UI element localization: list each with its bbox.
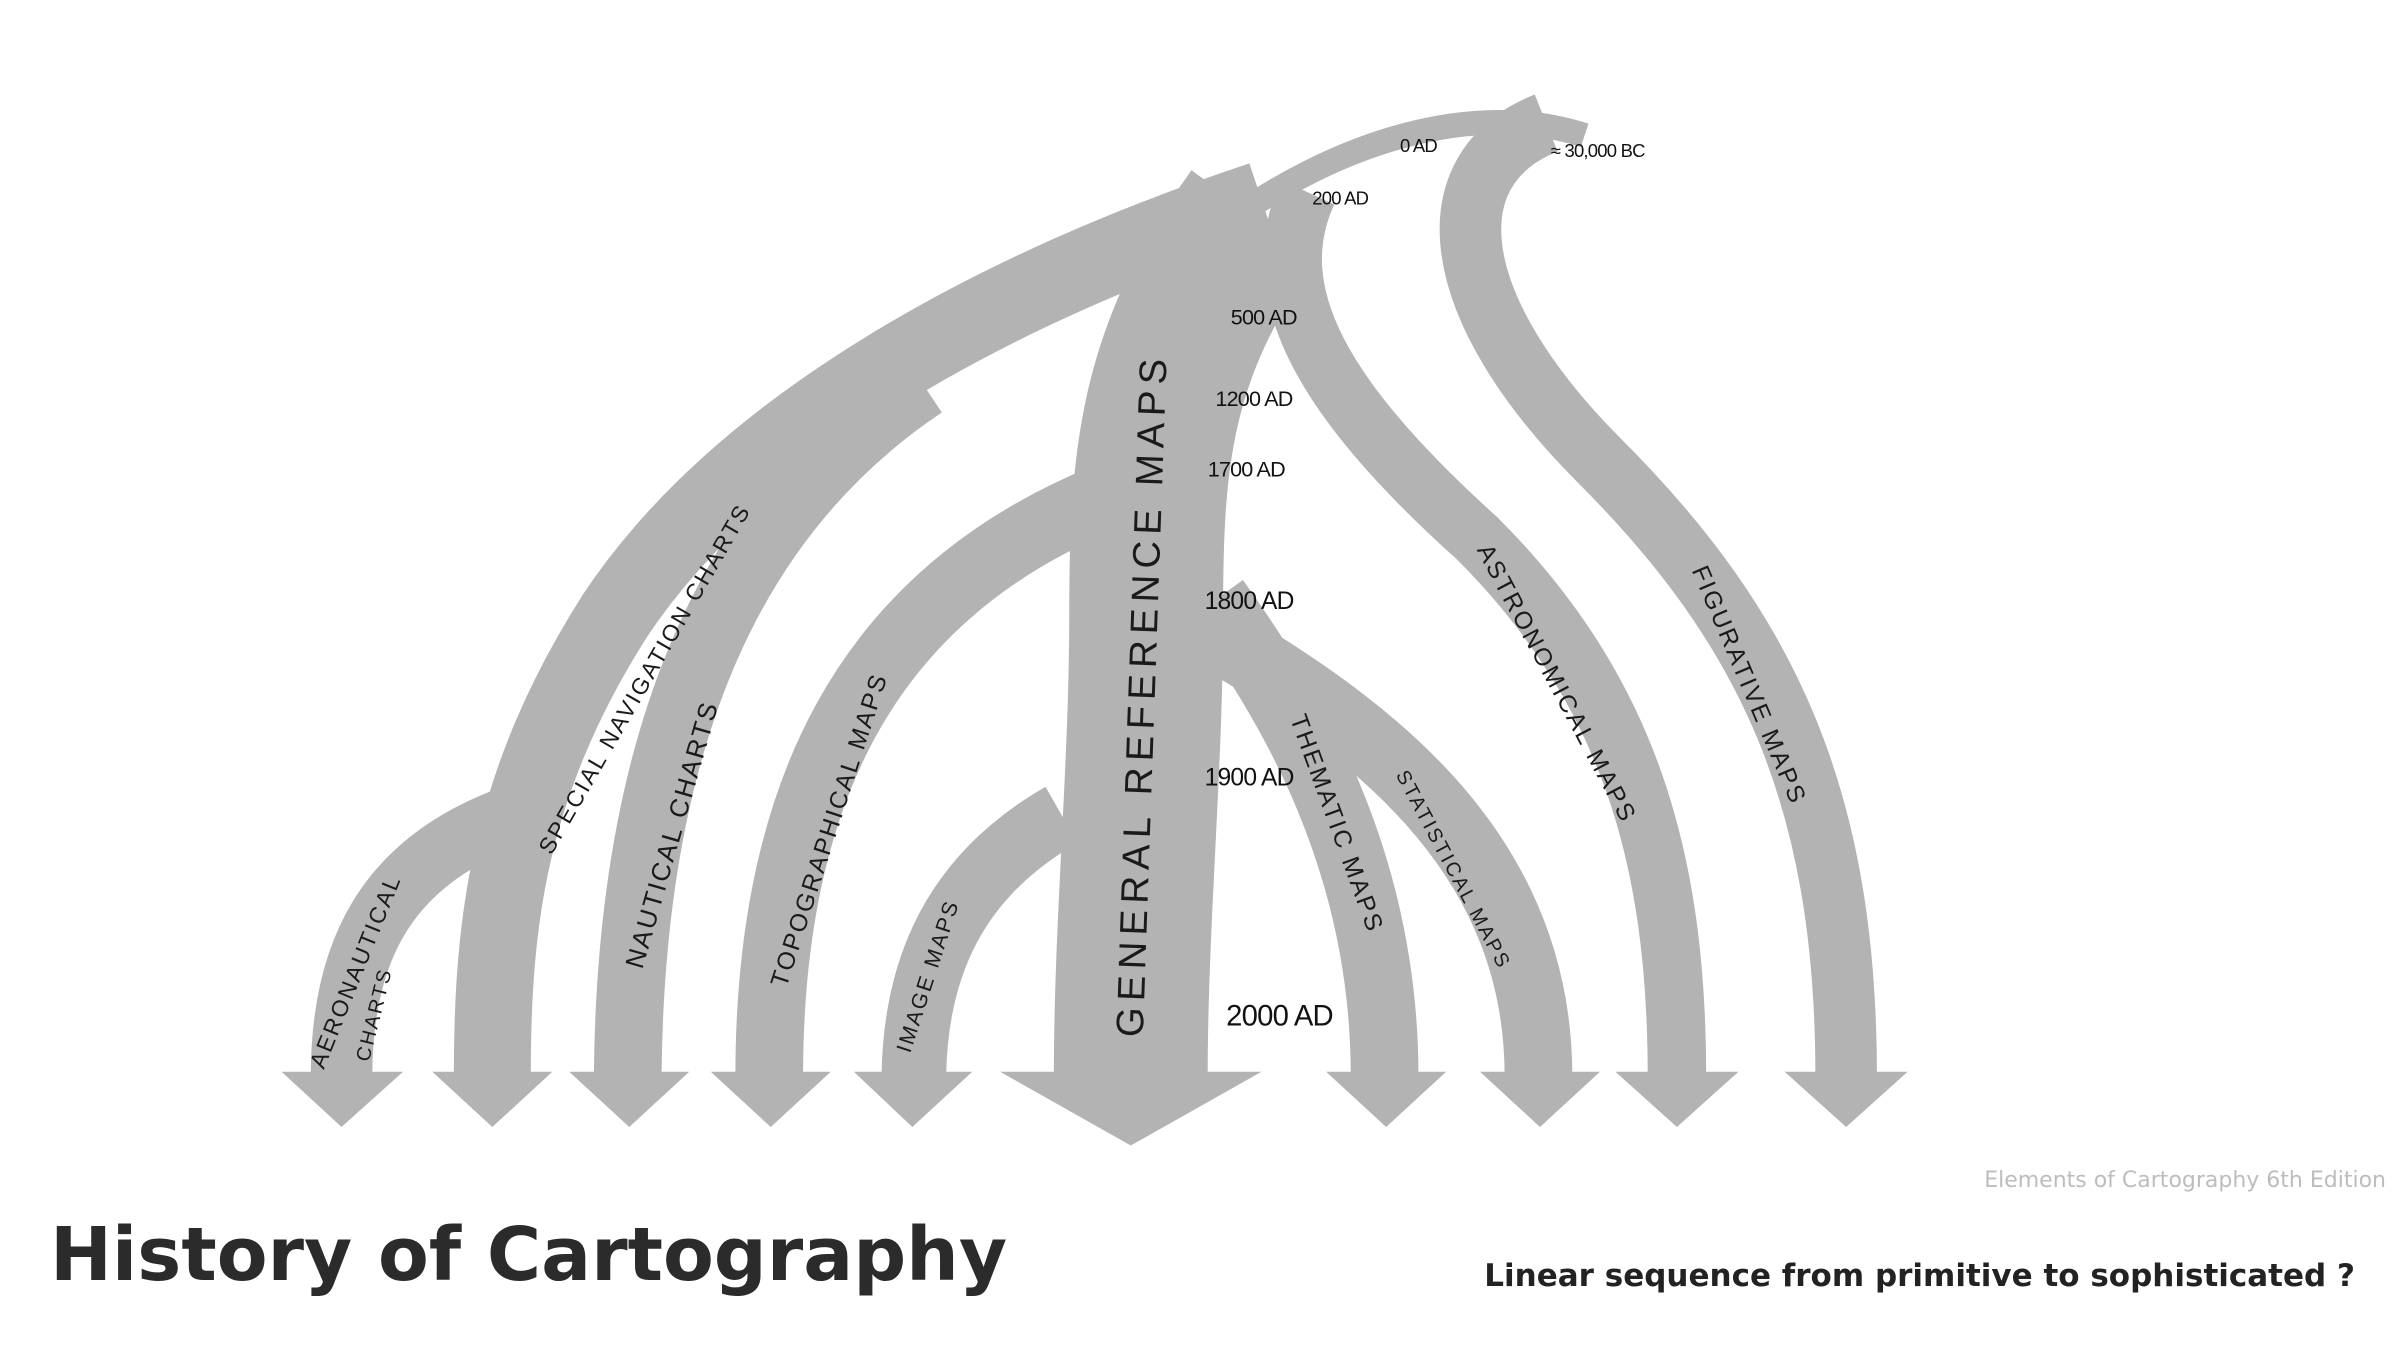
date-1200ad: 1200 AD <box>1215 387 1292 411</box>
branch-general-reference <box>1053 170 1317 1077</box>
date-1900ad: 1900 AD <box>1205 765 1294 792</box>
branch-special-navigation <box>453 163 1274 1077</box>
branch-aeronautical <box>310 785 527 1077</box>
branch-nautical <box>593 356 942 1077</box>
arrowhead-aeronautical <box>281 1071 404 1128</box>
arrowhead-astronomical <box>1615 1071 1739 1128</box>
branch-figurative <box>1439 94 1877 1077</box>
arrowhead-thematic <box>1326 1071 1447 1128</box>
source-credit: Elements of Cartography 6th Edition <box>1984 1168 2386 1193</box>
arrowhead-image <box>853 1071 973 1128</box>
branch-image <box>881 786 1078 1078</box>
slide-subtitle: Linear sequence from primitive to sophis… <box>1484 1258 2355 1294</box>
slide-title: History of Cartography <box>50 1212 1008 1298</box>
branch-statistical <box>1213 616 1573 1077</box>
arrowhead-statistical <box>1480 1071 1600 1128</box>
date-30000bc: ≈ 30,000 BC <box>1551 140 1645 161</box>
arrowhead-special-navigation <box>432 1071 553 1128</box>
date-1700ad: 1700 AD <box>1208 458 1285 482</box>
date-200ad: 200 AD <box>1312 188 1368 209</box>
date-1800ad: 1800 AD <box>1205 588 1294 615</box>
date-2000ad: 2000 AD <box>1226 1001 1333 1033</box>
arrowhead-figurative <box>1784 1071 1908 1128</box>
arrowhead-nautical <box>569 1071 690 1128</box>
date-500ad: 500 AD <box>1231 305 1297 329</box>
arrowhead-general-reference <box>1000 1071 1262 1146</box>
date-0ad: 0 AD <box>1400 135 1437 156</box>
arrowhead-topographical <box>710 1071 831 1128</box>
branch-astronomical <box>1263 179 1707 1077</box>
branch-topographical <box>735 468 1114 1077</box>
